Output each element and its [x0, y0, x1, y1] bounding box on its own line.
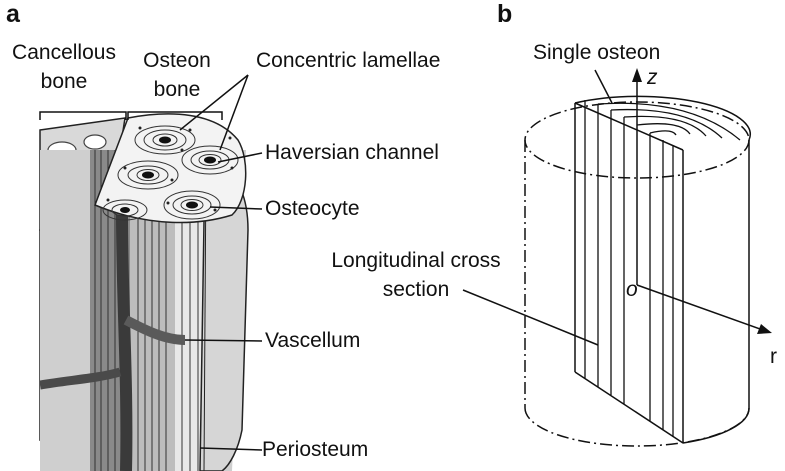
bottom-front-arc	[682, 407, 750, 444]
osteon-label-line1: Osteon	[143, 49, 211, 72]
osteon-bracket	[127, 111, 223, 120]
concentric-lamellae-label: Concentric lamellae	[256, 49, 441, 72]
panel-b-letter: b	[497, 0, 513, 28]
longitudinal-cross-section-label: Longitudinal cross section	[305, 249, 527, 302]
z-axis-arrowhead	[632, 68, 642, 82]
single-osteon-leader	[594, 69, 613, 104]
single-osteon-label: Single osteon	[533, 41, 661, 64]
osteocyte-label: Osteocyte	[265, 197, 360, 220]
origin-label: o	[626, 278, 638, 301]
haversian-canal-2	[204, 156, 216, 164]
cancellous-label-line2: bone	[40, 70, 88, 93]
top-lamellae-arcs	[597, 102, 741, 141]
haversian-canal-3	[142, 171, 154, 179]
lamellae-leader-1	[179, 74, 249, 131]
longitudinal-label-line1: Longitudinal cross	[331, 249, 501, 272]
haversian-leader	[217, 152, 263, 163]
haversian-canal-1	[159, 136, 171, 144]
cancellous-bone-label: Cancellous bone	[0, 41, 128, 94]
osteon-bone-label: Osteon bone	[128, 49, 226, 102]
haversian-canal-4	[186, 201, 198, 209]
label-brackets	[39, 111, 223, 120]
r-axis-arrowhead	[757, 324, 772, 334]
longitudinal-label-line2: section	[382, 278, 450, 301]
haversian-channel-label: Haversian channel	[265, 141, 439, 164]
lamella-lines	[584, 100, 674, 437]
osteocyte-leader	[209, 206, 263, 210]
z-axis-label: z	[647, 66, 658, 89]
r-axis-label: r	[770, 345, 777, 368]
bone-illustration	[39, 113, 249, 471]
panel-a-letter: a	[6, 0, 20, 28]
lamellae-leader-2	[219, 74, 249, 151]
cancellous-label-line1: Cancellous	[12, 41, 116, 64]
leader-lines-b	[462, 69, 613, 346]
periosteum-leader	[199, 447, 263, 451]
osteon-cylinder-model	[524, 95, 751, 447]
osteon-label-line2: bone	[153, 78, 201, 101]
cancellous-bracket	[39, 111, 127, 120]
vascellum-label: Vascellum	[265, 329, 361, 352]
vascellum-leader	[184, 339, 263, 342]
axes-b	[632, 68, 772, 334]
periosteum-label: Periosteum	[262, 438, 369, 461]
longitudinal-leader	[462, 289, 599, 346]
cylinder-bottom-ellipse	[524, 407, 750, 447]
r-axis	[636, 284, 764, 331]
leader-lines-a	[179, 74, 263, 451]
